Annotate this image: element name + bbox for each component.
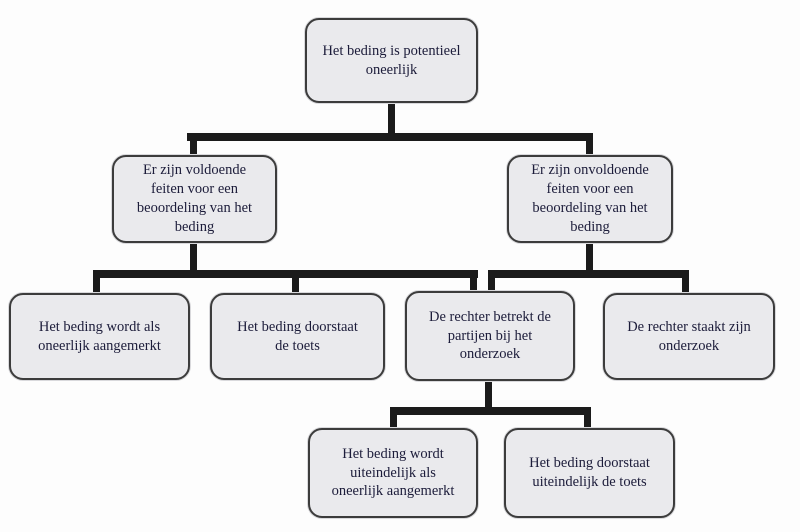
node-root-label: Het beding is potentieel oneerlijk: [322, 42, 461, 78]
node-judge-involves-parties-label: De rechter betrekt de partijen bij het o…: [429, 308, 551, 363]
edge-unfair-drop: [93, 270, 100, 293]
edge-stop-drop: [682, 270, 689, 293]
edge-finally-passes-drop: [584, 407, 591, 428]
edge-sufficient-stem: [190, 243, 197, 274]
node-insufficient-facts-label: Er zijn onvoldoende feiten voor een beoo…: [531, 162, 649, 235]
node-root: Het beding is potentieel oneerlijk: [305, 18, 478, 103]
edge-root-stem: [388, 103, 395, 137]
edge-involve-right-drop: [488, 270, 495, 292]
node-finally-passes-label: Het beding doorstaat uiteindelijk de toe…: [529, 455, 650, 490]
edge-left-bar: [93, 270, 478, 278]
node-insufficient-facts: Er zijn onvoldoende feiten voor een beoo…: [507, 155, 673, 243]
node-judge-stops-investigation-label: De rechter staakt zijn onderzoek: [627, 318, 751, 354]
edge-insufficient-stem: [586, 243, 593, 274]
node-passes-test-label: Het beding doorstaat de toets: [237, 318, 358, 354]
node-passes-test: Het beding doorstaat de toets: [210, 293, 385, 380]
node-finally-unfair: Het beding wordt uiteindelijk als oneerl…: [308, 428, 478, 518]
edge-involve-stem: [485, 380, 492, 411]
node-sufficient-facts-label: Er zijn voldoende feiten voor een beoord…: [136, 162, 253, 235]
edge-insufficient-drop: [586, 133, 593, 155]
edge-sufficient-drop: [190, 133, 197, 155]
node-marked-unfair: Het beding wordt als oneerlijk aangemerk…: [9, 293, 190, 380]
node-finally-unfair-label: Het beding wordt uiteindelijk als oneerl…: [331, 445, 455, 500]
node-judge-stops-investigation: De rechter staakt zijn onderzoek: [603, 293, 775, 380]
node-finally-passes: Het beding doorstaat uiteindelijk de toe…: [504, 428, 675, 518]
edge-involve-left-drop: [470, 270, 477, 292]
edge-finally-unfair-drop: [390, 407, 397, 428]
node-sufficient-facts: Er zijn voldoende feiten voor een beoord…: [112, 155, 277, 243]
edge-top-bar: [187, 133, 593, 141]
node-judge-involves-parties: De rechter betrekt de partijen bij het o…: [405, 291, 575, 381]
edge-bottom-bar: [390, 407, 591, 415]
edge-right-bar: [488, 270, 689, 278]
edge-passes-drop: [292, 270, 299, 293]
node-marked-unfair-label: Het beding wordt als oneerlijk aangemerk…: [38, 318, 161, 354]
